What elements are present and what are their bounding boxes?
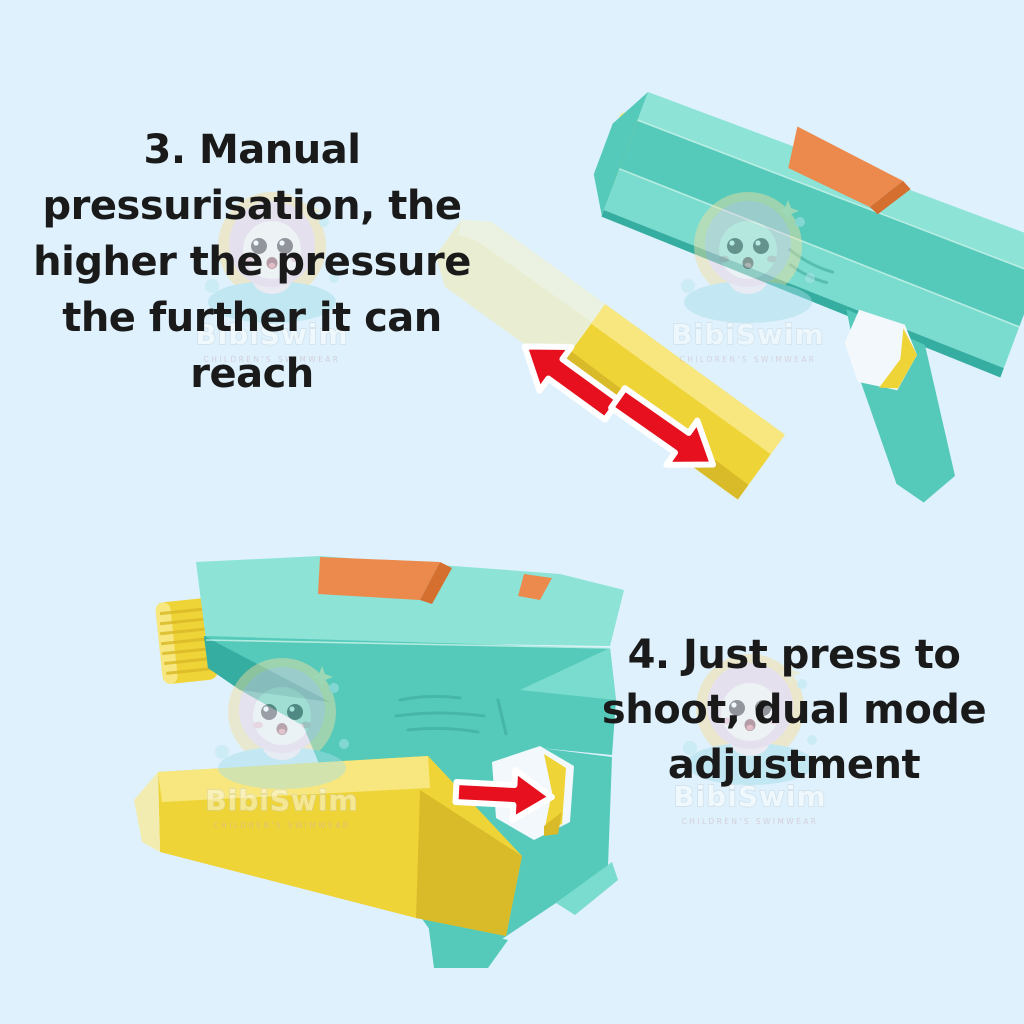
orange-accent-small — [518, 574, 552, 600]
embossed-logo — [394, 694, 508, 736]
trigger — [544, 754, 566, 836]
body-facet — [520, 648, 616, 700]
gun-grip — [844, 309, 956, 503]
body-tail — [428, 922, 508, 968]
text-line: pressurisation, the — [42, 183, 462, 229]
arrow-right-icon — [452, 767, 555, 824]
text-line: shoot, dual mode — [601, 687, 987, 733]
trigger — [879, 328, 917, 389]
arrow-down-right-icon — [608, 385, 717, 468]
orange-accent — [788, 126, 904, 207]
pump-front-facet — [134, 772, 160, 852]
text-line: adjustment — [667, 742, 921, 788]
step-4-text: 4. Just press to shoot, dual mode adjust… — [582, 628, 1006, 793]
text-line: the further it can — [62, 295, 442, 341]
orange-accent-edge — [869, 180, 911, 215]
text-line: 4. Just press to — [627, 632, 961, 678]
pump-direction-arrows — [521, 343, 717, 468]
press-trigger-arrow — [452, 767, 555, 824]
bottom-gun-illustration — [134, 556, 624, 968]
step-3-text: 3. Manual pressurisation, the higher the… — [28, 122, 476, 402]
text-line: reach — [190, 351, 314, 397]
text-line: 3. Manual — [143, 127, 361, 173]
barrel-top — [196, 556, 624, 646]
barrel-nose — [593, 92, 648, 216]
arrow-up-left-icon — [521, 343, 623, 423]
orange-accent — [318, 557, 440, 600]
text-line: higher the pressure — [33, 239, 471, 285]
orange-accent-edge — [420, 562, 452, 604]
grip-tail — [556, 862, 618, 915]
